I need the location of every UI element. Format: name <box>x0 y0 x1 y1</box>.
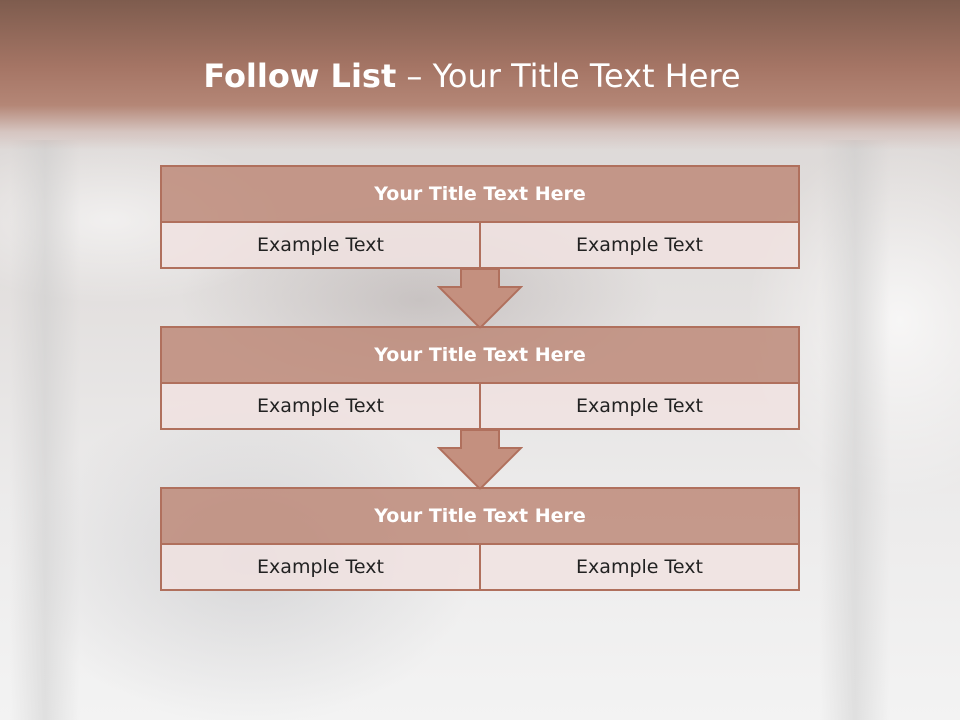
block-cells: Example Text Example Text <box>162 223 798 267</box>
block-title: Your Title Text Here <box>162 489 798 545</box>
block-cell-left: Example Text <box>162 223 481 267</box>
list-block-2: Your Title Text Here Example Text Exampl… <box>160 326 800 430</box>
list-block-1: Your Title Text Here Example Text Exampl… <box>160 165 800 269</box>
slide-title-bold: Follow List <box>203 57 397 95</box>
block-cell-right: Example Text <box>481 223 798 267</box>
down-arrow-icon <box>437 268 523 330</box>
down-arrow-icon <box>437 429 523 491</box>
background-reflection <box>10 140 80 720</box>
block-cells: Example Text Example Text <box>162 545 798 589</box>
background-window <box>820 140 890 720</box>
block-title: Your Title Text Here <box>162 328 798 384</box>
slide-title: Follow List – Your Title Text Here <box>0 52 944 100</box>
block-cell-left: Example Text <box>162 545 481 589</box>
slide-title-rest: – Your Title Text Here <box>396 57 741 95</box>
block-cell-right: Example Text <box>481 545 798 589</box>
block-cell-right: Example Text <box>481 384 798 428</box>
list-block-3: Your Title Text Here Example Text Exampl… <box>160 487 800 591</box>
block-title: Your Title Text Here <box>162 167 798 223</box>
block-cells: Example Text Example Text <box>162 384 798 428</box>
header-band <box>0 0 960 150</box>
block-cell-left: Example Text <box>162 384 481 428</box>
